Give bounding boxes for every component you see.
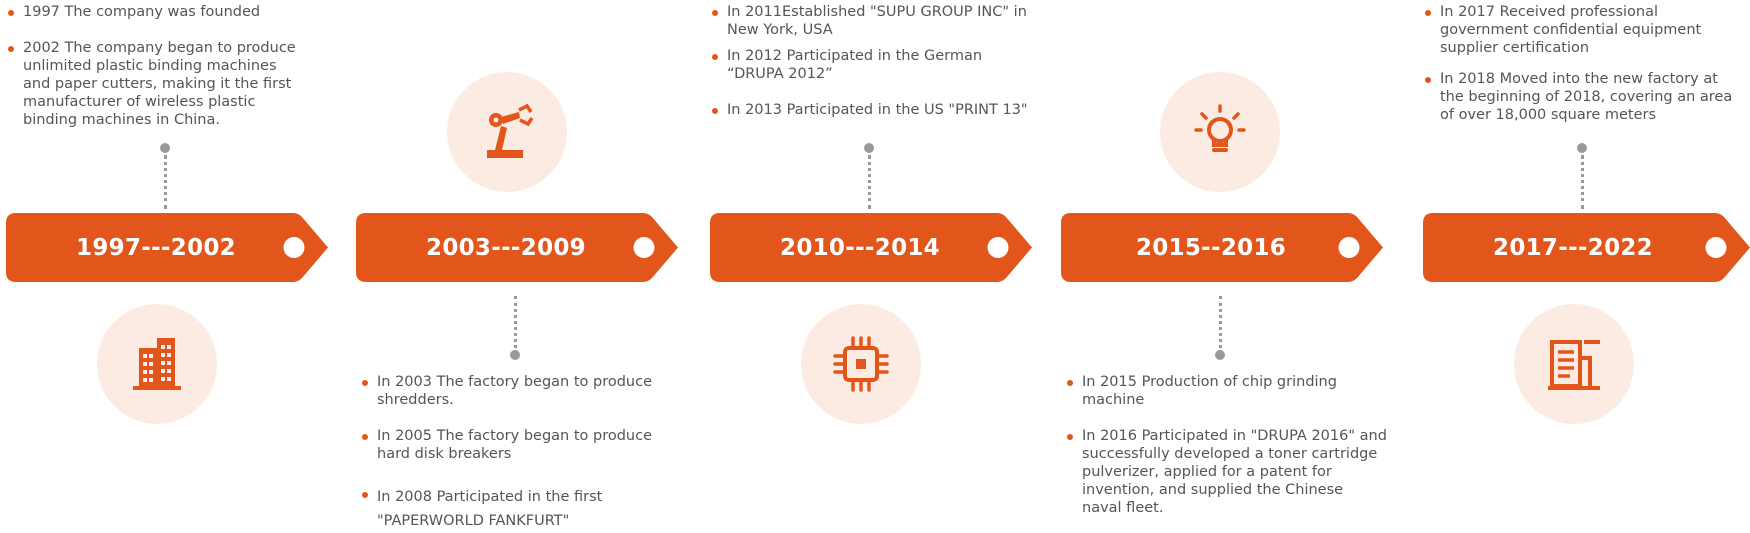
timeline-period-1997-2002: 1997 The company was founded 2002 The co… [0, 0, 340, 530]
event-list: 1997 The company was founded 2002 The co… [6, 3, 306, 129]
year-banner[interactable]: 2017---2022 [1423, 213, 1750, 282]
event-list: In 2015 Production of chip grinding mach… [1065, 373, 1387, 517]
timeline-period-2015-2016: 2015--2016 In 2015 Production of chip gr… [1055, 0, 1395, 530]
lightbulb-icon [1194, 104, 1246, 152]
event-item: 2002 The company began to produce unlimi… [6, 39, 306, 129]
year-range-label: 1997---2002 [76, 234, 236, 261]
year-range-label: 2015--2016 [1135, 234, 1287, 261]
year-banner[interactable]: 2015--2016 [1061, 213, 1383, 282]
event-item: 1997 The company was founded [6, 3, 306, 21]
event-item: In 2016 Participated in "DRUPA 2016" and… [1065, 427, 1387, 517]
building-icon [133, 338, 181, 390]
event-list: In 2003 The factory began to produce shr… [360, 373, 682, 533]
document-icon-circle [1514, 304, 1634, 424]
event-item: In 2003 The factory began to produce shr… [360, 373, 682, 409]
chip-icon-circle [801, 304, 921, 424]
chip-icon [833, 336, 889, 392]
robot-arm-icon [487, 103, 534, 158]
event-item: In 2015 Production of chip grinding mach… [1065, 373, 1387, 409]
timeline-period-2017-2022: In 2017 Received professional government… [1417, 0, 1750, 530]
event-item: In 2011Established "SUPU GROUP INC" in N… [710, 3, 1028, 39]
year-range-label: 2017---2022 [1493, 234, 1653, 261]
event-list: In 2017 Received professional government… [1423, 3, 1741, 124]
lightbulb-icon-circle [1160, 72, 1280, 192]
year-banner[interactable]: 2010---2014 [710, 213, 1032, 282]
year-banner[interactable]: 2003---2009 [356, 213, 678, 282]
document-icon [1548, 340, 1600, 390]
building-icon-circle [97, 304, 217, 424]
year-banner[interactable]: 1997---2002 [6, 213, 328, 282]
event-item: In 2013 Participated in the US "PRINT 13… [710, 101, 1028, 119]
year-range-label: 2003---2009 [426, 234, 586, 261]
robot-arm-icon-circle [447, 72, 567, 192]
event-item: In 2018 Moved into the new factory at th… [1423, 70, 1741, 124]
timeline-period-2010-2014: In 2011Established "SUPU GROUP INC" in N… [704, 0, 1044, 530]
year-range-label: 2010---2014 [780, 234, 940, 261]
event-item: In 2005 The factory began to produce har… [360, 427, 682, 463]
event-item: In 2008 Participated in the first "PAPER… [360, 485, 682, 533]
event-list: In 2011Established "SUPU GROUP INC" in N… [710, 3, 1028, 119]
timeline-period-2003-2009: 2003---2009 In 2003 The factory began to… [350, 0, 690, 530]
event-item: In 2012 Participated in the German “DRUP… [710, 47, 1028, 83]
event-item: In 2017 Received professional government… [1423, 3, 1741, 57]
